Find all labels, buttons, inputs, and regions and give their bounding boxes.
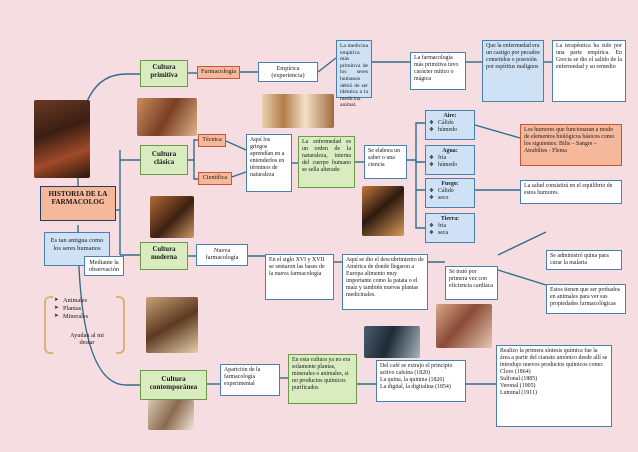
source-animales: Animales bbox=[54, 297, 88, 305]
nueva-farmacologia-text: Nueva farmacología bbox=[205, 247, 239, 262]
salud-text: La salud consistirá en el equilibrio de … bbox=[524, 183, 613, 196]
saber-ciencia-text: Se elabora un saber o una ciencia bbox=[368, 148, 401, 168]
sintesis-text: Realizo la primera síntesis química fue … bbox=[500, 348, 608, 396]
medicina-empirica-text: La medicina empírica más primitiva de lo… bbox=[340, 43, 368, 109]
terapeutica-node: La terapéutica ha sido por una parte emp… bbox=[552, 40, 626, 102]
agua-prop-1: fría bbox=[429, 155, 471, 162]
empirica-text: Empírica (experiencia) bbox=[271, 65, 305, 80]
nueva-farmacologia-node: Nueva farmacología bbox=[196, 244, 248, 266]
elemento-agua: Agua: fríahúmedo bbox=[425, 145, 475, 175]
fuego-prop-2: seco bbox=[429, 195, 471, 202]
empirica-node: Empírica (experiencia) bbox=[258, 62, 318, 82]
elemento-fuego: Fuego: Cálidoseco bbox=[425, 178, 475, 208]
griegos-text: Aquí los griegos aprendían en a entender… bbox=[250, 137, 285, 178]
ayudan-text: Ayudan al mi destar bbox=[70, 332, 104, 347]
orden-naturaleza-node: La enfermedad es un orden de la naturale… bbox=[298, 136, 355, 188]
right-brace bbox=[116, 296, 125, 354]
elemento-tierra: Tierra: fríaseca bbox=[425, 213, 475, 243]
contemporary-image bbox=[148, 400, 194, 430]
aparicion-text: Aparición de la farmacología experimenta… bbox=[224, 367, 261, 387]
probados-text: Estos tienen que ser probados en animale… bbox=[550, 287, 621, 307]
laboratory-image bbox=[364, 326, 420, 358]
productos-quimicos-text: En esta cultura ya no era solamente plan… bbox=[292, 357, 351, 391]
saber-ciencia-node: Se elabora un saber o una ciencia bbox=[364, 145, 407, 179]
ayudan-text-box: Ayudan al mi destar bbox=[62, 330, 112, 352]
sources-list: Animales Plantas Minerales bbox=[54, 297, 88, 322]
castigo-node: Que la enfermedad era un castigo por pec… bbox=[482, 40, 544, 102]
tierra-prop-1: fría bbox=[429, 223, 471, 230]
cultura-moderna-text: Cultura moderna bbox=[150, 246, 178, 262]
source-minerales: Minerales bbox=[54, 313, 88, 321]
aire-prop-1: Cálido bbox=[429, 120, 471, 127]
classic-vase-image bbox=[150, 196, 194, 238]
medicina-empirica-node: La medicina empírica más primitiva de lo… bbox=[336, 40, 372, 108]
salud-node: La salud consistirá en el equilibrio de … bbox=[520, 180, 622, 204]
cardiaca-text: Se trató por primera vez con eficiencia … bbox=[449, 269, 493, 289]
antigua-text: Es tan antigua como los seres humanos bbox=[50, 237, 104, 252]
aparicion-node: Aparición de la farmacología experimenta… bbox=[220, 364, 280, 396]
tecnica-node: Técnica bbox=[198, 134, 226, 147]
aire-title: Aire: bbox=[443, 113, 457, 119]
mediante-text: Mediante la observación bbox=[89, 259, 119, 274]
orden-naturaleza-text: La enfermedad es un orden de la naturale… bbox=[302, 139, 351, 173]
mediante-box: Mediante la observación bbox=[84, 256, 124, 276]
siglo-xvi-text: En el siglo XVI y XVII se sentaron las b… bbox=[269, 257, 325, 277]
alchemist-image bbox=[34, 100, 90, 178]
main-title: HISTORIA DE LA FARMACOLOG bbox=[40, 186, 116, 221]
elemento-aire: Aire: Cálidohúmedo bbox=[425, 110, 475, 140]
agua-title: Agua: bbox=[442, 148, 458, 154]
america-node: Aquí se dio el descubrimiento de América… bbox=[342, 254, 428, 310]
humores-node: Los humores que funcionaran a modo de el… bbox=[520, 124, 622, 166]
left-brace bbox=[44, 296, 53, 354]
modern-engraving-image bbox=[146, 297, 198, 353]
magica-text: La farmacología más primitiva tuvo carác… bbox=[414, 55, 459, 82]
cafeina-text: Del café se extrajo el principio activo … bbox=[380, 363, 453, 390]
cientifica-text: Científica bbox=[202, 174, 228, 181]
tierra-title: Tierra: bbox=[440, 216, 460, 222]
egyptian-figures-image bbox=[262, 94, 334, 128]
tierra-prop-2: seca bbox=[429, 230, 471, 237]
griegos-node: Aquí los griegos aprendían en a entender… bbox=[246, 134, 292, 192]
siglo-xvi-node: En el siglo XVI y XVII se sentaron las b… bbox=[265, 254, 334, 300]
cultura-contemporanea-text: Cultura contemporánea bbox=[149, 375, 198, 392]
cultura-moderna-node: Cultura moderna bbox=[140, 242, 188, 270]
farmacologia-node: Farmacología bbox=[197, 66, 240, 79]
primitive-scene-image bbox=[137, 98, 197, 136]
cientifica-node: Científica bbox=[198, 172, 232, 185]
probados-node: Estos tienen que ser probados en animale… bbox=[546, 284, 626, 314]
fuego-title: Fuego: bbox=[441, 181, 459, 187]
quinina-node: Se administró quina para curar la malari… bbox=[546, 250, 622, 270]
humores-text: Los humores que funcionaran a modo de el… bbox=[524, 127, 615, 154]
quinina-text: Se administró quina para curar la malari… bbox=[550, 253, 609, 266]
cafeina-node: Del café se extrajo el principio activo … bbox=[376, 360, 466, 402]
america-text: Aquí se dio el descubrimiento de América… bbox=[346, 257, 424, 298]
greek-pottery-image bbox=[362, 186, 404, 236]
productos-quimicos-node: En esta cultura ya no era solamente plan… bbox=[288, 354, 357, 404]
aire-prop-2: húmedo bbox=[429, 127, 471, 134]
main-title-text: HISTORIA DE LA FARMACOLOG bbox=[48, 190, 108, 207]
cardiaca-node: Se trató por primera vez con eficiencia … bbox=[445, 266, 498, 300]
cultura-primitiva-text: Cultura primitiva bbox=[150, 64, 178, 80]
sintesis-node: Realizo la primera síntesis química fue … bbox=[496, 345, 612, 427]
castigo-text: Que la enfermedad era un castigo por pec… bbox=[486, 43, 540, 70]
doctors-painting-image bbox=[436, 304, 492, 348]
source-plantas: Plantas bbox=[54, 305, 88, 313]
magica-node: La farmacología más primitiva tuvo carác… bbox=[410, 52, 466, 90]
agua-prop-2: húmedo bbox=[429, 162, 471, 169]
cultura-clasica-node: Cultura clásica bbox=[140, 145, 188, 175]
cultura-contemporanea-node: Cultura contemporánea bbox=[140, 370, 207, 400]
farmacologia-text: Farmacología bbox=[201, 68, 237, 75]
cultura-clasica-text: Cultura clásica bbox=[151, 150, 177, 167]
tecnica-text: Técnica bbox=[202, 136, 222, 143]
terapeutica-text: La terapéutica ha sido por una parte emp… bbox=[556, 43, 622, 70]
cultura-primitiva-node: Cultura primitiva bbox=[140, 60, 188, 87]
fuego-prop-1: Cálido bbox=[429, 188, 471, 195]
